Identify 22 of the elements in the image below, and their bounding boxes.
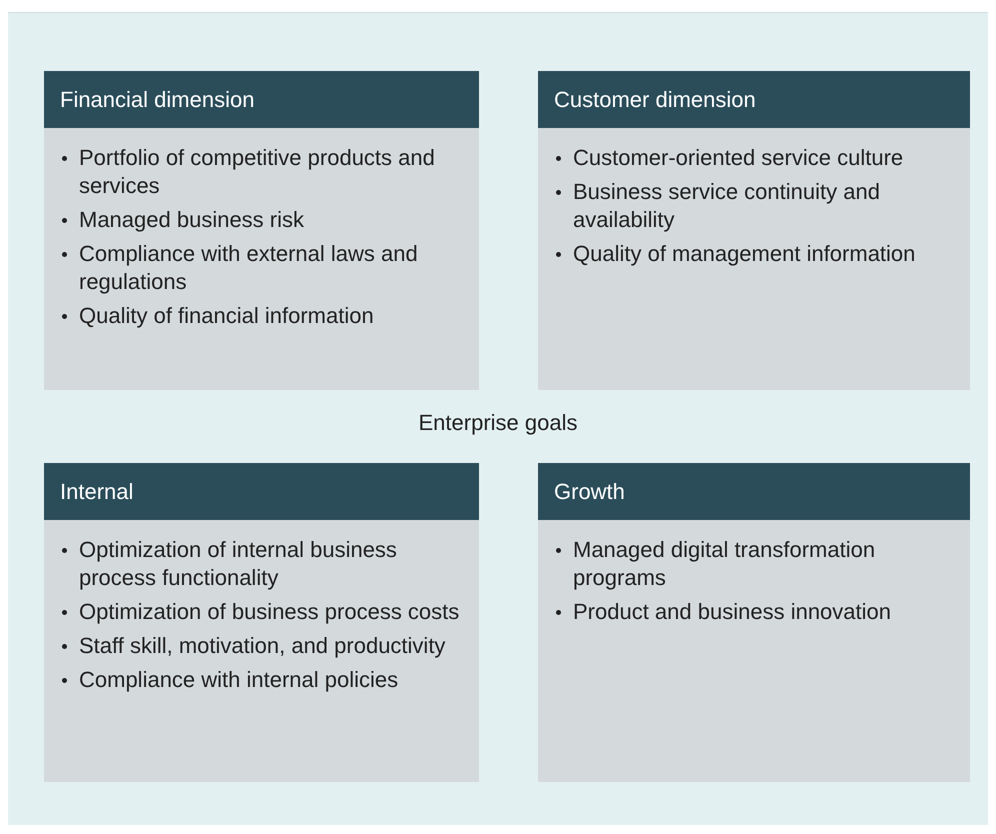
bullet-text: Managed digital transformation programs [573,536,876,592]
bullet-text: Customer-oriented service culture [573,144,904,172]
bullet-text: Quality of management information [573,240,916,268]
bullet-text: Compliance with external laws and regulations [79,240,419,296]
bullet-text: Business service continuity and availability [573,178,881,234]
bullet-text: Portfolio of competitive products and services [79,144,436,200]
card-header: Customer dimension [538,71,970,128]
bullet-text: Optimization of business process costs [79,598,460,626]
card-header: Internal [44,463,479,520]
goal-card [538,71,970,390]
bullet-text: Product and business innovation [573,598,891,626]
bullet-text: Compliance with internal policies [79,666,398,694]
bullet-text: Managed business risk [79,206,304,234]
center-label: Enterprise goals [418,410,578,435]
goal-card [538,463,970,782]
bullet-text: Optimization of internal business process functionality [79,536,398,592]
card-header: Financial dimension [44,71,479,128]
goal-card [44,71,479,390]
goal-card [44,463,479,782]
bullet-text: Staff skill, motivation, and productivity [79,632,446,660]
card-header: Growth [538,463,970,520]
bullet-text: Quality of financial information [79,302,374,330]
